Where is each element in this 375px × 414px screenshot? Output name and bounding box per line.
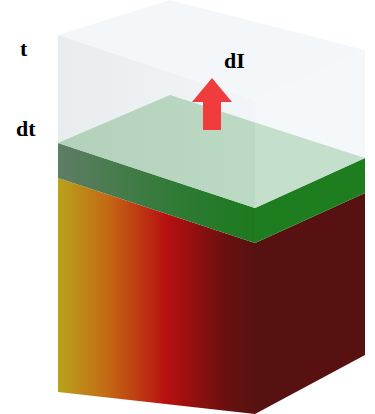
flux-arrow [192,78,232,130]
layer-label: dI [224,50,245,72]
layer-label: t [20,38,27,60]
layer-label: dt [16,118,36,140]
